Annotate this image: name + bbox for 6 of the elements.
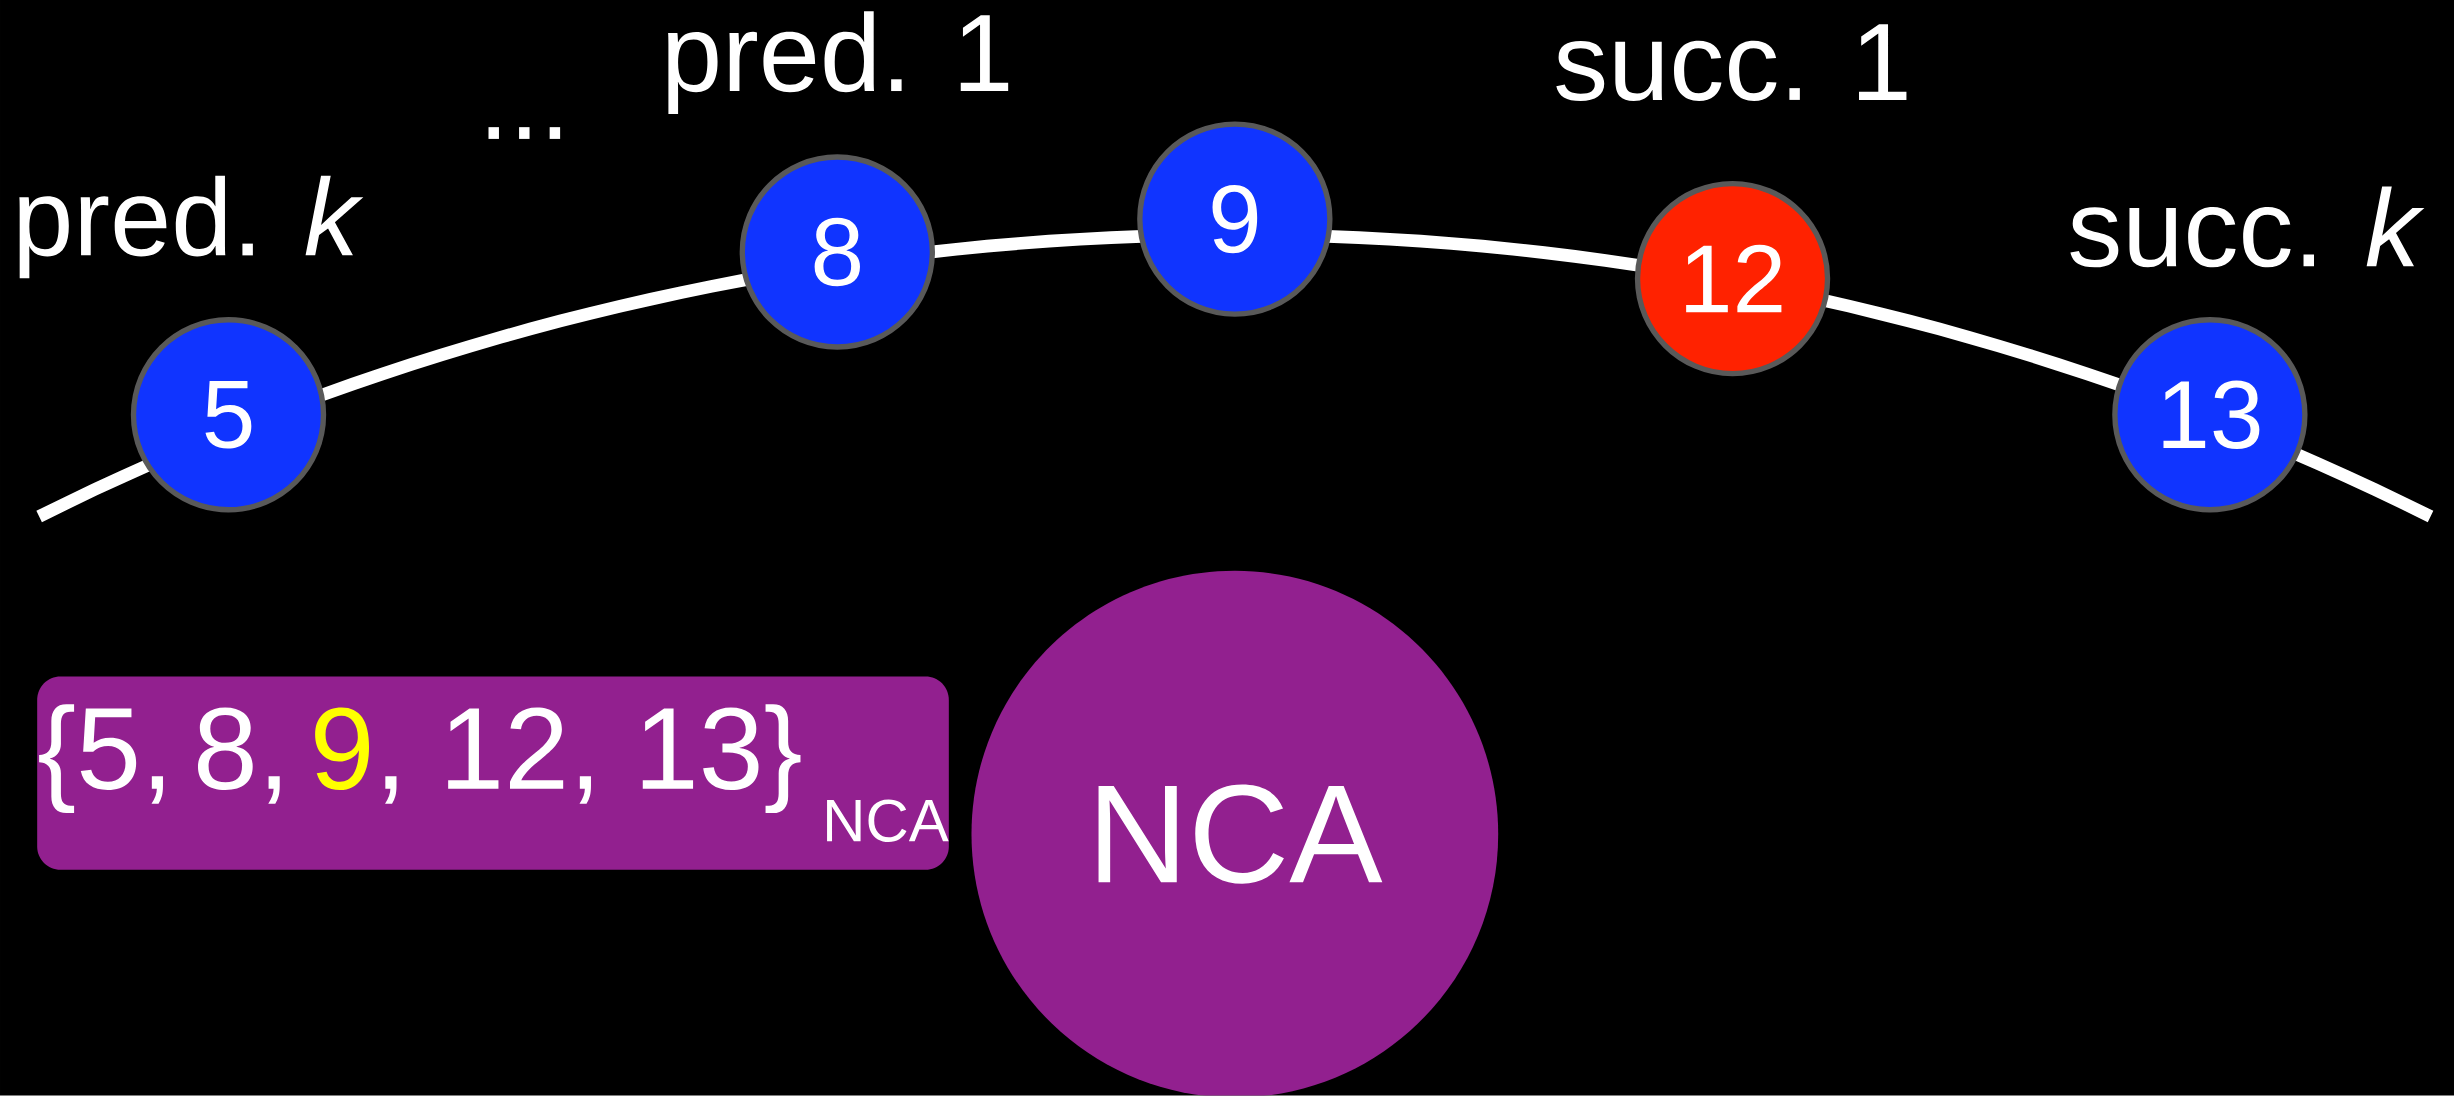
set-box: {5, 8, 9, 12, 13} NCA bbox=[37, 676, 949, 871]
node-caption: pred. k bbox=[19, 175, 364, 279]
ellipsis-label: ... bbox=[488, 127, 561, 140]
node-caption: pred. 1 bbox=[668, 11, 1009, 115]
node-caption: succ. k bbox=[2070, 186, 2425, 268]
node-caption: succ. 1 bbox=[1556, 24, 1907, 102]
